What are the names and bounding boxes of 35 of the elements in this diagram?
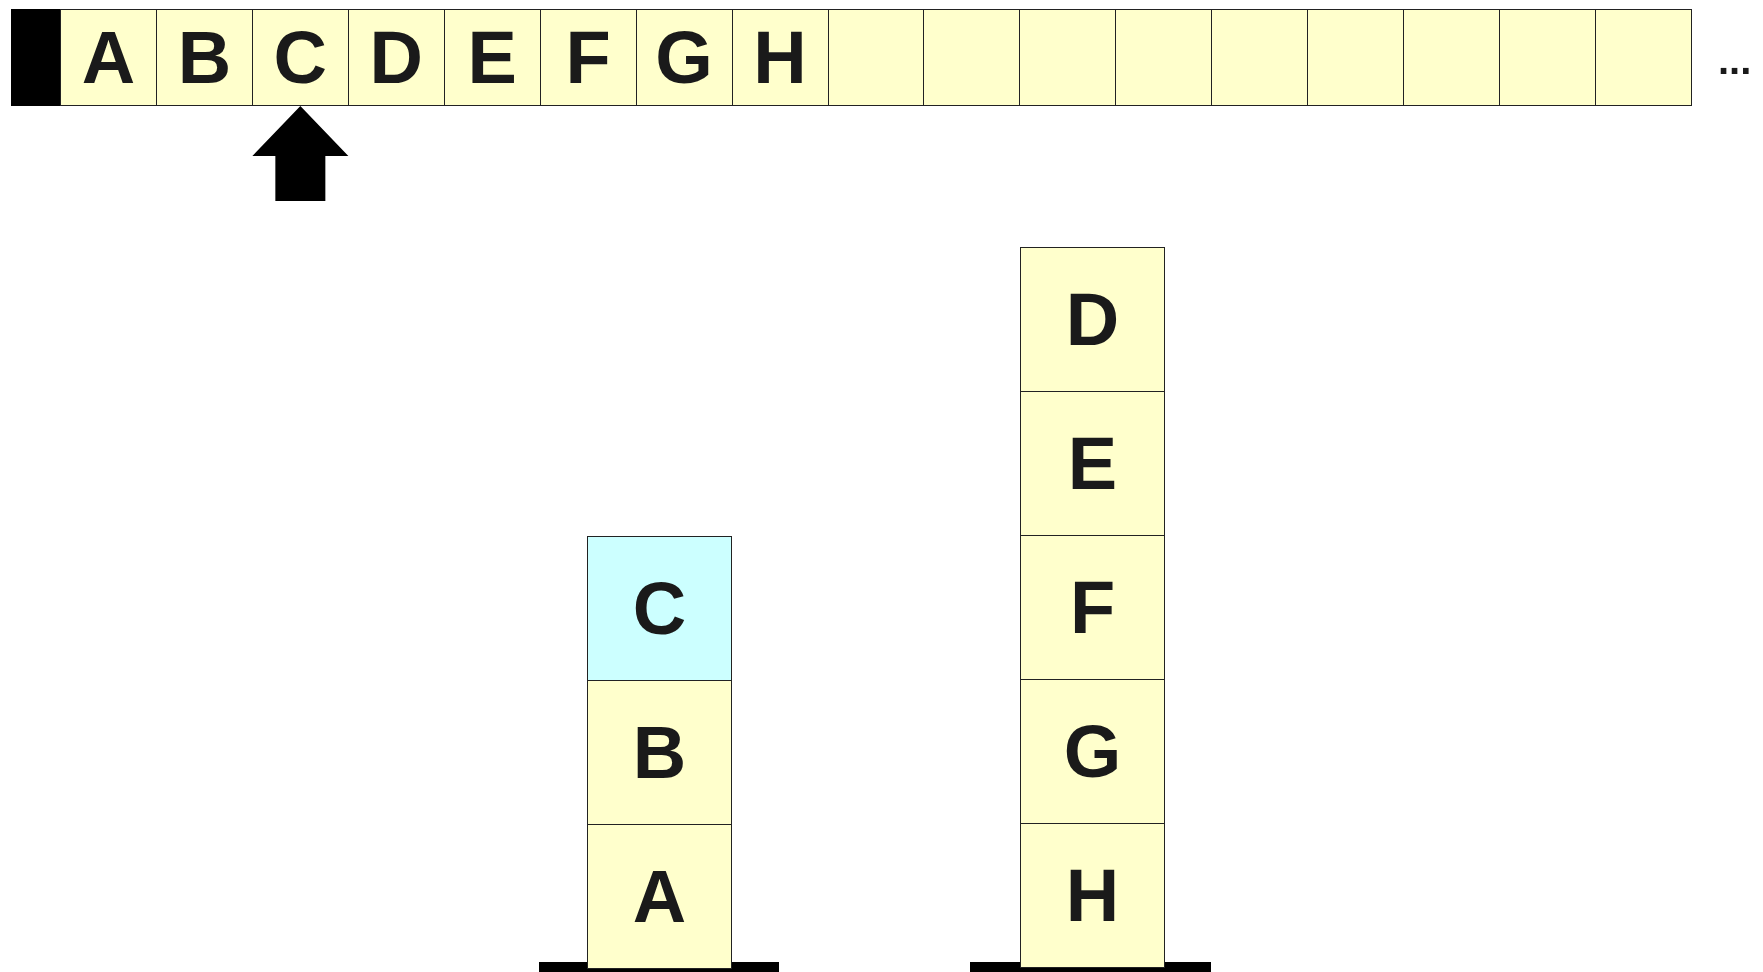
cell-letter: D [1065, 282, 1120, 357]
cell-letter: H [1065, 858, 1120, 933]
tape-cell [635, 9, 733, 106]
cell-letter: E [467, 20, 517, 95]
cell-letter: B [177, 20, 232, 95]
cell-letter: E [1067, 426, 1118, 501]
stack-cell [587, 536, 732, 681]
cell-letter: F [565, 20, 611, 95]
stack-cell [1020, 535, 1165, 680]
stack-cell [587, 824, 732, 969]
stack-cell [1020, 391, 1165, 536]
cell-letter: C [632, 571, 687, 646]
cell-letter: A [81, 20, 136, 95]
tape-cell [347, 9, 445, 106]
stack-cell [587, 680, 732, 825]
block-arrow [252, 106, 349, 201]
stack-cell [1020, 679, 1165, 824]
tape-cell [731, 9, 829, 106]
cell-letter: A [632, 859, 687, 934]
cell-letter: H [753, 20, 807, 95]
tape-cell [251, 9, 349, 106]
cell-letter: G [655, 20, 713, 95]
stack-cell [1020, 247, 1165, 392]
cell-letter: D [369, 20, 423, 95]
ellipsis: ... [1718, 40, 1752, 80]
cell-letter: B [632, 715, 687, 790]
cell-letter: C [273, 20, 328, 95]
tape-cell [443, 9, 541, 106]
tape-cell [60, 9, 157, 106]
tape-end-marker [11, 9, 60, 106]
cell-letter: F [1069, 570, 1116, 645]
tape-cell [539, 9, 637, 106]
stack-cell [1020, 823, 1165, 968]
cell-letter: G [1063, 714, 1122, 789]
tape-cell [155, 9, 253, 106]
